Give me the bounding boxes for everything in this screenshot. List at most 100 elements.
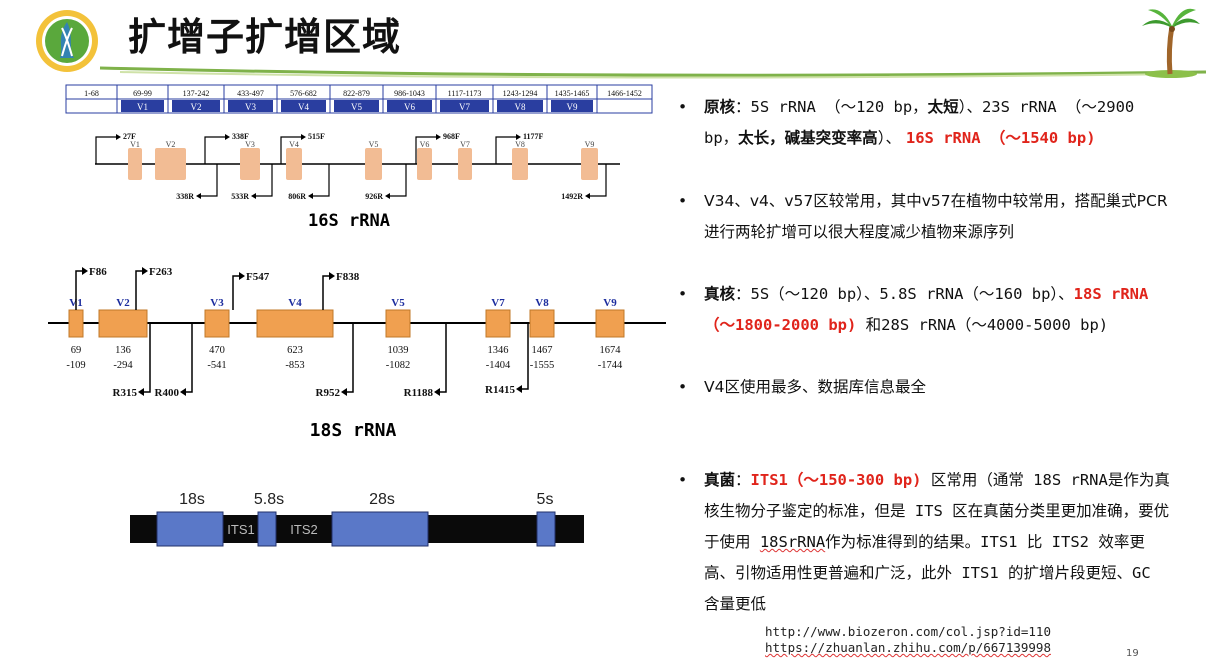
region-18s-box — [529, 309, 555, 338]
v-label-cell — [551, 100, 593, 112]
region-18s-label: V4 — [288, 297, 302, 309]
range-cell: 1466-1452 — [607, 89, 642, 98]
reverse-primer-label: 338R — [176, 192, 194, 201]
reverse-primer-arrowhead — [180, 388, 186, 396]
region-18s-box — [98, 309, 148, 338]
fungi-its1-highlight: ITS1（～150-300 bp) — [750, 471, 922, 489]
forward-primer-arrow — [322, 275, 329, 310]
prokaryote-text-2: ）、23S rRNA （～2900 bp， — [704, 98, 1135, 147]
range-cell: 137-242 — [183, 89, 210, 98]
reverse-primer-arrow — [347, 323, 354, 393]
forward-primer-label: 1177F — [523, 132, 544, 141]
prokaryote-long-note: 太长，碱基突变率高 — [738, 129, 878, 147]
region-18s-start: 470 — [209, 345, 225, 356]
range-cell: 986-1043 — [394, 89, 425, 98]
v-label-cell — [172, 100, 220, 112]
region-16s-label: V2 — [166, 140, 176, 149]
forward-primer-arrowhead — [82, 267, 88, 275]
region-18s-start: 1674 — [600, 345, 622, 356]
forward-primer-label: 27F — [123, 132, 136, 141]
region-18s-end: -853 — [285, 360, 304, 371]
range-cell: 1435-1465 — [555, 89, 590, 98]
diagram-18s: V169-109V2136-294V3470-541V4623-853V5103… — [48, 266, 666, 441]
reverse-primer-label: R400 — [155, 387, 180, 399]
reverse-primer-arrowhead — [516, 385, 522, 393]
forward-primer-label: F838 — [336, 271, 360, 283]
region-16s-box — [240, 148, 260, 180]
region-18s-end: -541 — [207, 360, 226, 371]
reverse-primer-arrow — [313, 164, 330, 197]
region-18s-box — [68, 309, 84, 338]
region-16s-label: V8 — [515, 140, 525, 149]
forward-primer-arrow — [232, 275, 239, 310]
region-18s-start: 136 — [115, 345, 131, 356]
source-link-biozeron[interactable]: http://www.biozeron.com/col.jsp?id=110 — [765, 624, 1051, 639]
region-16s-box — [128, 148, 142, 180]
fungi-label: 真菌 — [704, 471, 736, 489]
bullet-v4: • V4区使用最多、数据库信息最全 — [678, 372, 1170, 403]
region-18s-label: V7 — [491, 297, 505, 309]
reverse-primer-arrow — [440, 323, 447, 393]
forward-primer-arrowhead — [301, 134, 306, 140]
region-18s-label: V2 — [116, 297, 130, 309]
prokaryote-text-1: ：5S rRNA （～120 bp， — [735, 98, 928, 116]
reverse-primer-arrowhead — [138, 388, 144, 396]
v-regions-text: V34、v4、v57区较常用，其中v57在植物中较常用，搭配巢式PCR进行两轮扩… — [704, 192, 1168, 241]
range-cell: 1-68 — [84, 89, 99, 98]
v4-text: V4区使用最多、数据库信息最全 — [704, 378, 926, 396]
bullet-eukaryote: • 真核：5S（～120 bp）、5.8S rRNA（～160 bp）、18S … — [678, 279, 1170, 341]
v-label-text: V8 — [515, 102, 526, 112]
reverse-primer-arrow — [144, 323, 151, 393]
v-label-text: V1 — [137, 102, 148, 112]
region-18s-label: V9 — [603, 297, 617, 309]
forward-primer-arrowhead — [436, 134, 441, 140]
reverse-primer-arrowhead — [341, 388, 347, 396]
bullet-marker: • — [678, 192, 688, 210]
diagram-16s-title: 16S rRNA — [308, 211, 390, 231]
region-18s-box — [595, 309, 625, 338]
reverse-primer-arrowhead — [585, 193, 590, 199]
v-label-cell — [281, 100, 326, 112]
bullet-marker: • — [678, 98, 688, 116]
region-16s-label: V3 — [245, 140, 255, 149]
reverse-primer-label: 926R — [365, 192, 383, 201]
diagram-18s-title: 18S rRNA — [310, 420, 397, 441]
region-18s-end: -1404 — [486, 360, 511, 371]
region-18s-label: V5 — [391, 297, 405, 309]
region-18s-end: -1744 — [598, 360, 623, 371]
region-16s-box — [458, 148, 472, 180]
reverse-primer-label: R1188 — [404, 387, 434, 399]
v-label-cell — [497, 100, 543, 112]
region-18s-start: 1467 — [532, 345, 553, 356]
v-label-text: V4 — [298, 102, 309, 112]
region-18s-start: 623 — [287, 345, 303, 356]
v-label-text: V9 — [567, 102, 578, 112]
reverse-primer-arrowhead — [434, 388, 440, 396]
forward-primer-arrow — [204, 136, 225, 164]
reverse-primer-arrow — [186, 323, 193, 393]
region-16s-box — [365, 148, 382, 180]
region-18s-end: -1555 — [530, 360, 555, 371]
region-16s-label: V6 — [420, 140, 430, 149]
fungi-18s-term: 18SrRNA — [759, 533, 826, 551]
v-label-text: V5 — [351, 102, 362, 112]
forward-primer-label: F86 — [89, 266, 107, 278]
forward-primer-arrow — [280, 136, 301, 164]
region-18s-start: 1039 — [388, 345, 409, 356]
region-18s-box — [385, 309, 411, 338]
source-link-zhihu[interactable]: https://zhuanlan.zhihu.com/p/667139998 — [765, 640, 1051, 655]
region-16s-label: V9 — [585, 140, 595, 149]
range-cell: 1243-1294 — [503, 89, 538, 98]
company-logo — [36, 10, 98, 72]
forward-primer-arrowhead — [142, 267, 148, 275]
forward-primer-label: F547 — [246, 271, 270, 283]
its-label-18s: 18s — [179, 491, 205, 508]
eukaryote-18s-highlight: 18S rRNA（～1800-2000 bp) — [704, 285, 1149, 334]
its-label-5s: 5s — [537, 491, 554, 508]
forward-primer-arrowhead — [225, 134, 230, 140]
region-18s-end: -294 — [113, 360, 133, 371]
v-label-cell — [121, 100, 164, 112]
reverse-primer-label: R315 — [113, 387, 138, 399]
